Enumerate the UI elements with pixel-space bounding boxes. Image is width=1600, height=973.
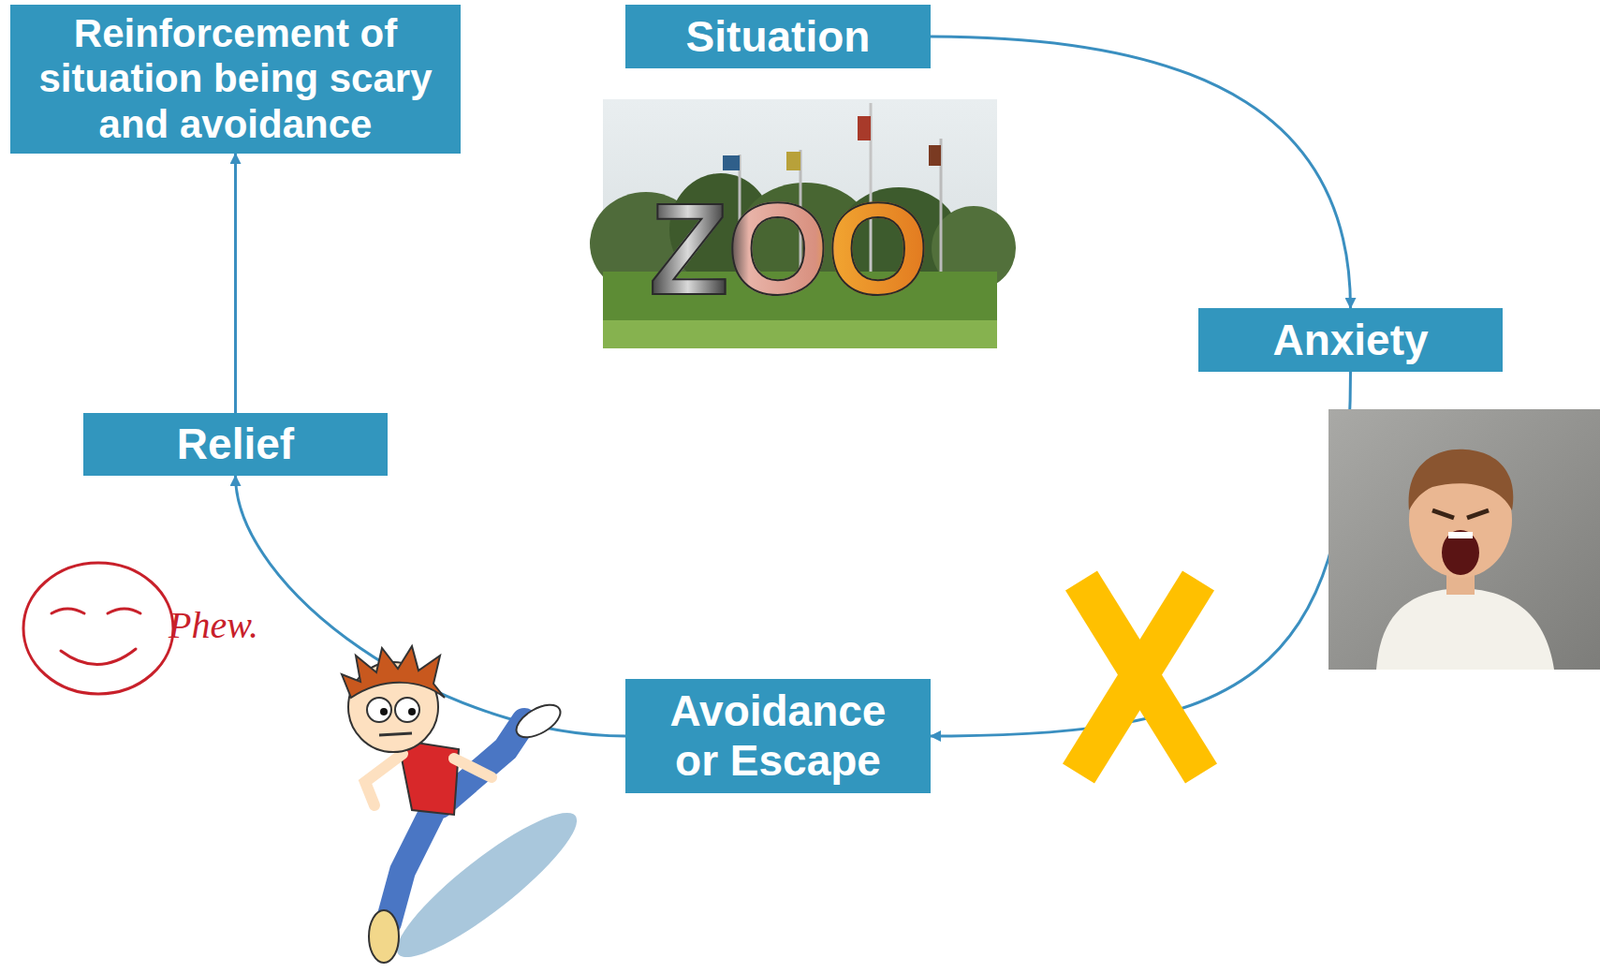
mouth [379, 733, 412, 735]
shoe [368, 910, 399, 963]
running-boy-cartoon [341, 645, 592, 973]
shadow [381, 794, 592, 973]
process-box: Avoidance or Escape [625, 678, 931, 793]
flag [928, 145, 941, 166]
smiley-outline [23, 562, 174, 694]
box-label: Reinforcement of situation being scary a… [25, 11, 447, 147]
lawn [602, 320, 998, 349]
box-label: Situation [686, 12, 871, 62]
smiley-mouth [60, 648, 136, 665]
flag [857, 116, 871, 141]
box-label: Relief [176, 419, 294, 470]
cross-stroke [1078, 580, 1199, 774]
angry-boy-photo [1328, 409, 1600, 670]
shirt [1376, 587, 1555, 670]
process-box: Relief [83, 412, 388, 476]
cross-mark [1078, 580, 1202, 774]
smiley-face [23, 562, 174, 694]
zoo-photo [589, 99, 1016, 349]
zoo-sign-text: ZOO [648, 183, 927, 315]
box-label: Avoidance or Escape [656, 686, 900, 786]
sky [602, 99, 998, 349]
smiley-eye [107, 608, 141, 614]
flag [786, 151, 801, 171]
pupil [380, 707, 388, 716]
eye [366, 697, 392, 722]
arm [365, 753, 403, 806]
eye [1467, 510, 1489, 518]
photo-background [1328, 409, 1600, 670]
mouth [1441, 529, 1480, 575]
process-box: Reinforcement of situation being scary a… [10, 4, 461, 154]
flow-arrow [234, 153, 237, 413]
eye [1432, 510, 1454, 518]
handwritten-note: Phew. [168, 606, 259, 645]
process-box: Anxiety [1198, 308, 1503, 372]
hair [341, 645, 445, 698]
flag [722, 155, 740, 171]
box-label: Anxiety [1272, 315, 1428, 366]
hair [1409, 449, 1514, 511]
leg [388, 814, 431, 923]
smiley-eye [51, 608, 85, 614]
shoe [511, 698, 566, 745]
arm [454, 758, 492, 778]
eye [395, 697, 420, 722]
process-box: Situation [625, 4, 931, 69]
teeth [1448, 531, 1473, 539]
pupil [408, 707, 416, 716]
